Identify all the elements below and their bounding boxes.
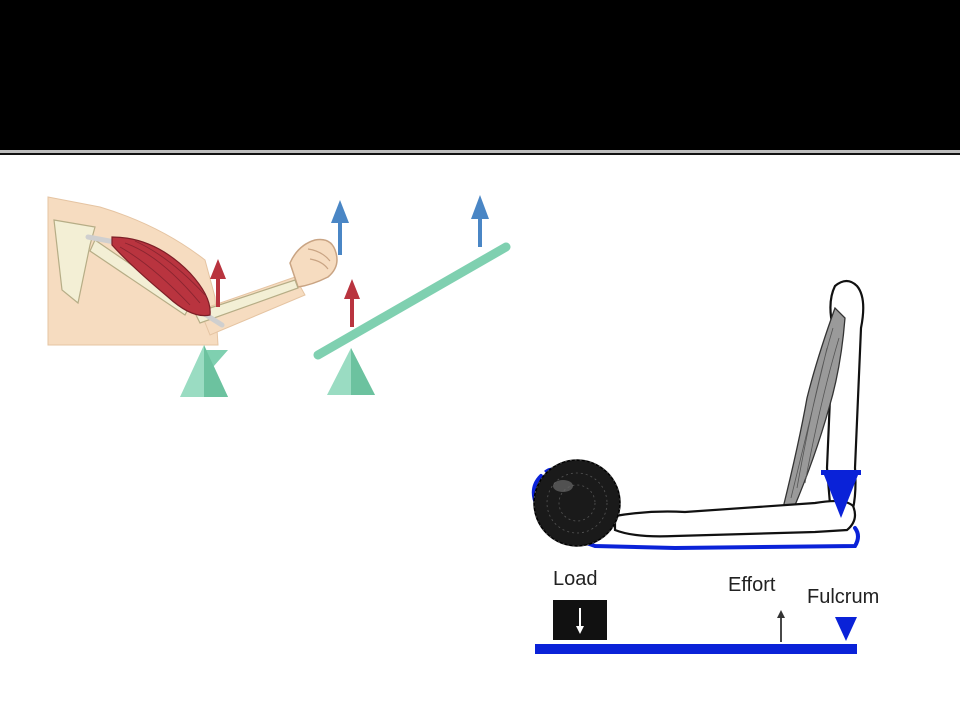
lever-class-svg [531, 279, 865, 654]
arm-fulcrum-pyramid-icon [180, 345, 228, 397]
biceps-muscle [111, 236, 211, 317]
scapula-bone [53, 219, 96, 305]
fulcrum-label: Fulcrum [807, 586, 880, 608]
fist-icon [289, 238, 338, 288]
title-divider-gray [0, 150, 960, 153]
lever-fulcrum-pyramid-icon [327, 348, 375, 395]
muscle-effort-arrow-icon [210, 259, 226, 307]
load-box-icon [553, 600, 607, 640]
effort-arrow-icon [777, 610, 785, 642]
lever-class-diagram: Load Effort Fulcrum [515, 268, 905, 668]
lever-end-arrow-blue-icon [471, 195, 489, 247]
forearm-bone [194, 279, 299, 324]
arm-lever-svg [47, 195, 511, 397]
lever-base-bar [535, 644, 857, 654]
effort-label: Effort [728, 574, 776, 596]
elbow-fulcrum-triangle-icon [821, 470, 861, 518]
forearm-bone-outline [613, 499, 857, 538]
lever-bar [313, 242, 511, 360]
fulcrum-marker-icon [835, 617, 857, 641]
arm-lever-illustration [40, 185, 520, 410]
slide-title-bar [0, 0, 960, 150]
title-divider-black [0, 153, 960, 155]
lever-effort-arrow-red-icon [344, 279, 360, 327]
hand-load-arrow-blue-icon [331, 200, 349, 255]
ball-load-icon [533, 459, 621, 547]
load-label: Load [553, 568, 598, 590]
